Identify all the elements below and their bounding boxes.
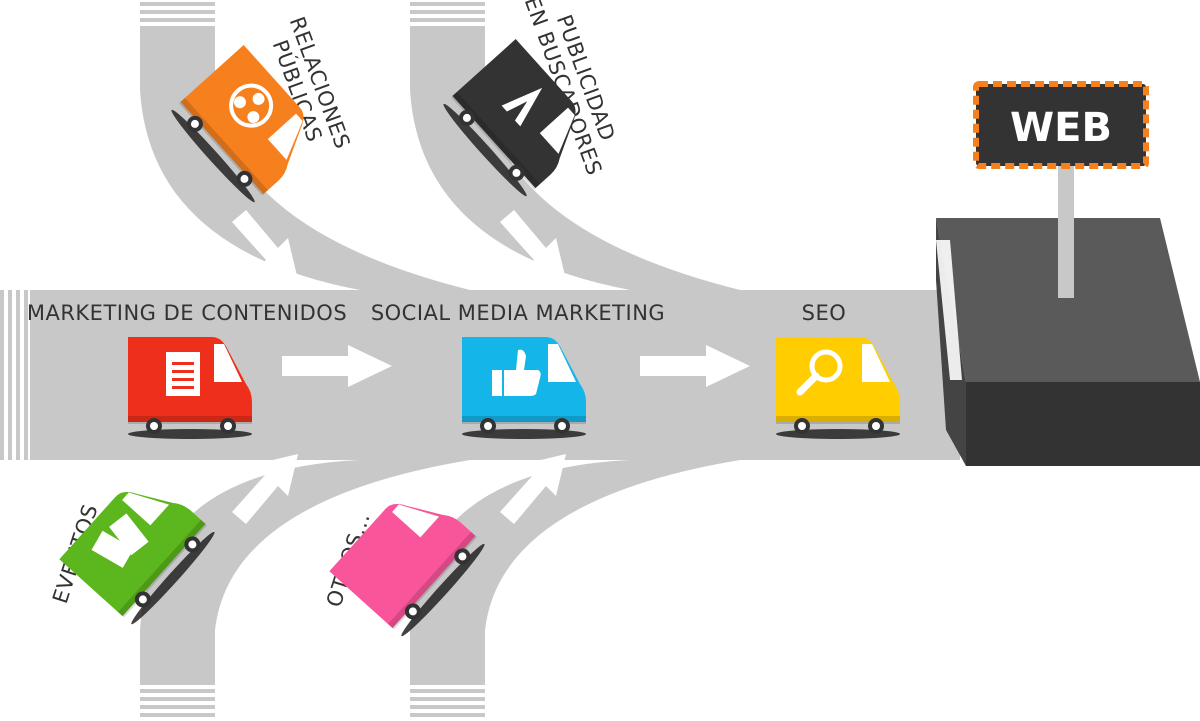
van-seo [776,337,900,439]
branch-road-relaciones [140,30,470,290]
van-contenidos [128,337,252,439]
flow-arrows [232,210,750,524]
label-social-media-marketing: SOCIAL MEDIA MARKETING [371,301,665,325]
van-relaciones-publicas [167,45,327,206]
van-publicidad-buscadores [439,39,599,200]
arrow-right-icon [282,345,392,387]
tickets-icon [91,513,149,568]
branch-stripes-publicidad [410,2,485,30]
branch-road-publicidad [410,30,740,290]
arrow-down-right-icon [232,210,298,280]
magnifier-icon [796,349,843,396]
thumbs-up-icon [492,349,541,396]
arrow-down-right-icon [500,210,566,280]
branch-stripes-otros [410,689,485,717]
arrow-up-right-icon [232,454,298,524]
branch-road-eventos [140,460,470,685]
document-icon [166,352,200,396]
web-sign: WEB [973,81,1149,169]
building-roof [936,218,1200,382]
web-building [936,160,1200,466]
branch-road-otros [410,460,740,685]
arrow-right-icon [640,345,750,387]
sign-pole [1058,160,1074,298]
web-sign-text: WEB [1010,105,1112,151]
branch-stripes-relaciones [140,2,215,30]
building-front [966,382,1200,466]
ad-icon [501,87,543,127]
people-icon [229,83,274,128]
arrow-up-right-icon [500,454,566,524]
building-entrance [936,240,962,380]
label-seo: SEO [802,301,847,325]
van-social-media [462,337,586,439]
van-eventos [59,467,219,628]
label-marketing-contenidos: MARKETING DE CONTENIDOS [27,301,347,325]
main-road-start-stripes [0,290,28,460]
branch-stripes-eventos [140,689,215,717]
